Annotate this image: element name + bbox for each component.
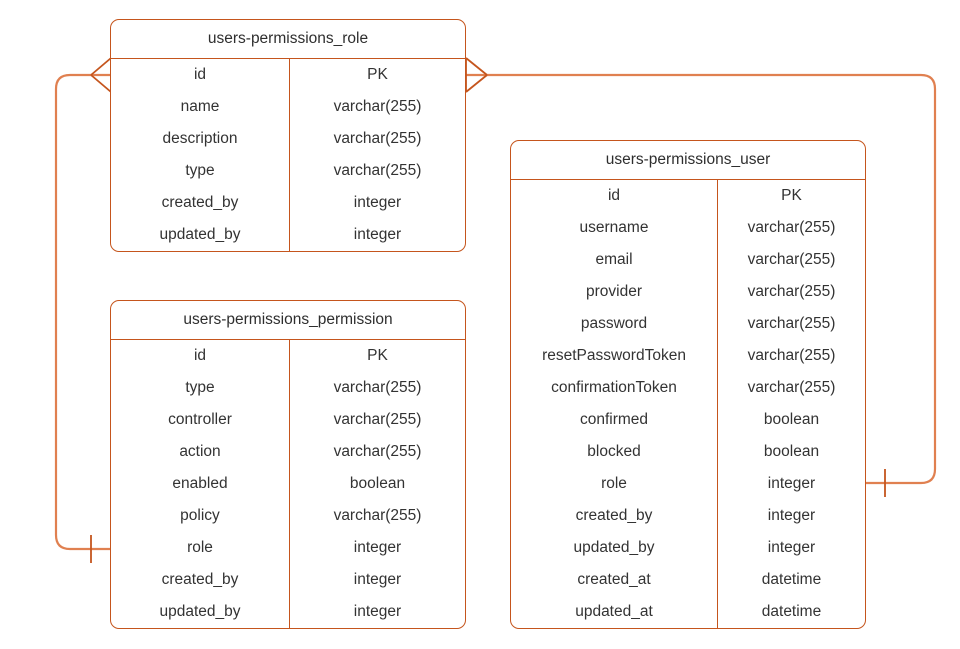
column-name: confirmed <box>511 404 718 436</box>
column-name: resetPasswordToken <box>511 340 718 372</box>
entity-title: users-permissions_permission <box>111 301 465 340</box>
table-row[interactable]: role integer <box>111 532 465 564</box>
column-type: boolean <box>349 475 406 492</box>
column-type: varchar(255) <box>333 507 422 524</box>
column-name: action <box>111 436 290 468</box>
table-row[interactable]: email varchar(255) <box>511 244 865 276</box>
column-name: updated_by <box>111 596 290 628</box>
entity-title: users-permissions_user <box>511 141 865 180</box>
crowsfoot-role-left-icon <box>90 57 112 93</box>
column-name: type <box>111 155 290 187</box>
column-name: name <box>111 91 290 123</box>
table-row[interactable]: created_by integer <box>111 564 465 596</box>
column-type: datetime <box>761 571 822 588</box>
table-row[interactable]: enabled boolean <box>111 468 465 500</box>
table-row[interactable]: updated_by integer <box>511 532 865 564</box>
table-row[interactable]: id PK <box>511 180 865 212</box>
column-type: varchar(255) <box>747 251 836 268</box>
column-type: varchar(255) <box>333 379 422 396</box>
table-row[interactable]: username varchar(255) <box>511 212 865 244</box>
entity-columns: id PK type varchar(255) controller varch… <box>111 340 465 628</box>
column-type: varchar(255) <box>333 443 422 460</box>
column-type: integer <box>353 603 402 620</box>
entity-users-permissions-role[interactable]: users-permissions_role id PK name varcha… <box>110 19 466 252</box>
column-name: created_at <box>511 564 718 596</box>
column-name: password <box>511 308 718 340</box>
column-type: PK <box>367 66 388 83</box>
table-row[interactable]: created_at datetime <box>511 564 865 596</box>
connector-role-permission <box>54 73 111 551</box>
column-type: integer <box>353 226 402 243</box>
table-row[interactable]: updated_by integer <box>111 219 465 251</box>
column-type: varchar(255) <box>747 379 836 396</box>
column-type: integer <box>353 571 402 588</box>
column-name: blocked <box>511 436 718 468</box>
column-type: integer <box>353 539 402 556</box>
table-row[interactable]: provider varchar(255) <box>511 276 865 308</box>
table-row[interactable]: updated_by integer <box>111 596 465 628</box>
table-row[interactable]: action varchar(255) <box>111 436 465 468</box>
column-name: username <box>511 212 718 244</box>
column-type: varchar(255) <box>747 315 836 332</box>
column-name: role <box>111 532 290 564</box>
table-row[interactable]: blocked boolean <box>511 436 865 468</box>
column-name: type <box>111 372 290 404</box>
column-name: created_by <box>511 500 718 532</box>
column-type: integer <box>767 507 816 524</box>
table-row[interactable]: id PK <box>111 340 465 372</box>
column-type: varchar(255) <box>747 283 836 300</box>
crowsfoot-role-right-icon <box>465 57 488 93</box>
table-row[interactable]: controller varchar(255) <box>111 404 465 436</box>
table-row[interactable]: created_by integer <box>111 187 465 219</box>
column-name: email <box>511 244 718 276</box>
column-type: integer <box>353 194 402 211</box>
column-name: id <box>111 340 290 372</box>
column-type: varchar(255) <box>333 130 422 147</box>
column-name: role <box>511 468 718 500</box>
column-type: boolean <box>763 443 820 460</box>
table-row[interactable]: description varchar(255) <box>111 123 465 155</box>
column-name: provider <box>511 276 718 308</box>
column-type: datetime <box>761 603 822 620</box>
table-row[interactable]: role integer <box>511 468 865 500</box>
column-type: varchar(255) <box>333 162 422 179</box>
column-name: created_by <box>111 564 290 596</box>
column-name: updated_by <box>111 219 290 251</box>
column-type: varchar(255) <box>747 347 836 364</box>
column-type: varchar(255) <box>333 98 422 115</box>
column-name: controller <box>111 404 290 436</box>
column-type: integer <box>767 539 816 556</box>
table-row[interactable]: password varchar(255) <box>511 308 865 340</box>
table-row[interactable]: confirmed boolean <box>511 404 865 436</box>
column-name: id <box>111 59 290 91</box>
column-type: varchar(255) <box>333 411 422 428</box>
table-row[interactable]: type varchar(255) <box>111 155 465 187</box>
table-row[interactable]: created_by integer <box>511 500 865 532</box>
entity-title: users-permissions_role <box>111 20 465 59</box>
column-type: varchar(255) <box>747 219 836 236</box>
table-row[interactable]: name varchar(255) <box>111 91 465 123</box>
column-name: updated_by <box>511 532 718 564</box>
entity-users-permissions-user[interactable]: users-permissions_user id PK username va… <box>510 140 866 629</box>
column-name: id <box>511 180 718 212</box>
table-row[interactable]: updated_at datetime <box>511 596 865 628</box>
column-name: updated_at <box>511 596 718 628</box>
entity-columns: id PK username varchar(255) email varcha… <box>511 180 865 628</box>
table-row[interactable]: confirmationToken varchar(255) <box>511 372 865 404</box>
column-type: boolean <box>763 411 820 428</box>
column-type: PK <box>367 347 388 364</box>
column-name: description <box>111 123 290 155</box>
table-row[interactable]: id PK <box>111 59 465 91</box>
column-name: enabled <box>111 468 290 500</box>
column-name: confirmationToken <box>511 372 718 404</box>
table-row[interactable]: resetPasswordToken varchar(255) <box>511 340 865 372</box>
entity-users-permissions-permission[interactable]: users-permissions_permission id PK type … <box>110 300 466 629</box>
column-type: PK <box>781 187 802 204</box>
column-name: created_by <box>111 187 290 219</box>
column-type: integer <box>767 475 816 492</box>
column-name: policy <box>111 500 290 532</box>
entity-columns: id PK name varchar(255) description varc… <box>111 59 465 251</box>
table-row[interactable]: policy varchar(255) <box>111 500 465 532</box>
table-row[interactable]: type varchar(255) <box>111 372 465 404</box>
